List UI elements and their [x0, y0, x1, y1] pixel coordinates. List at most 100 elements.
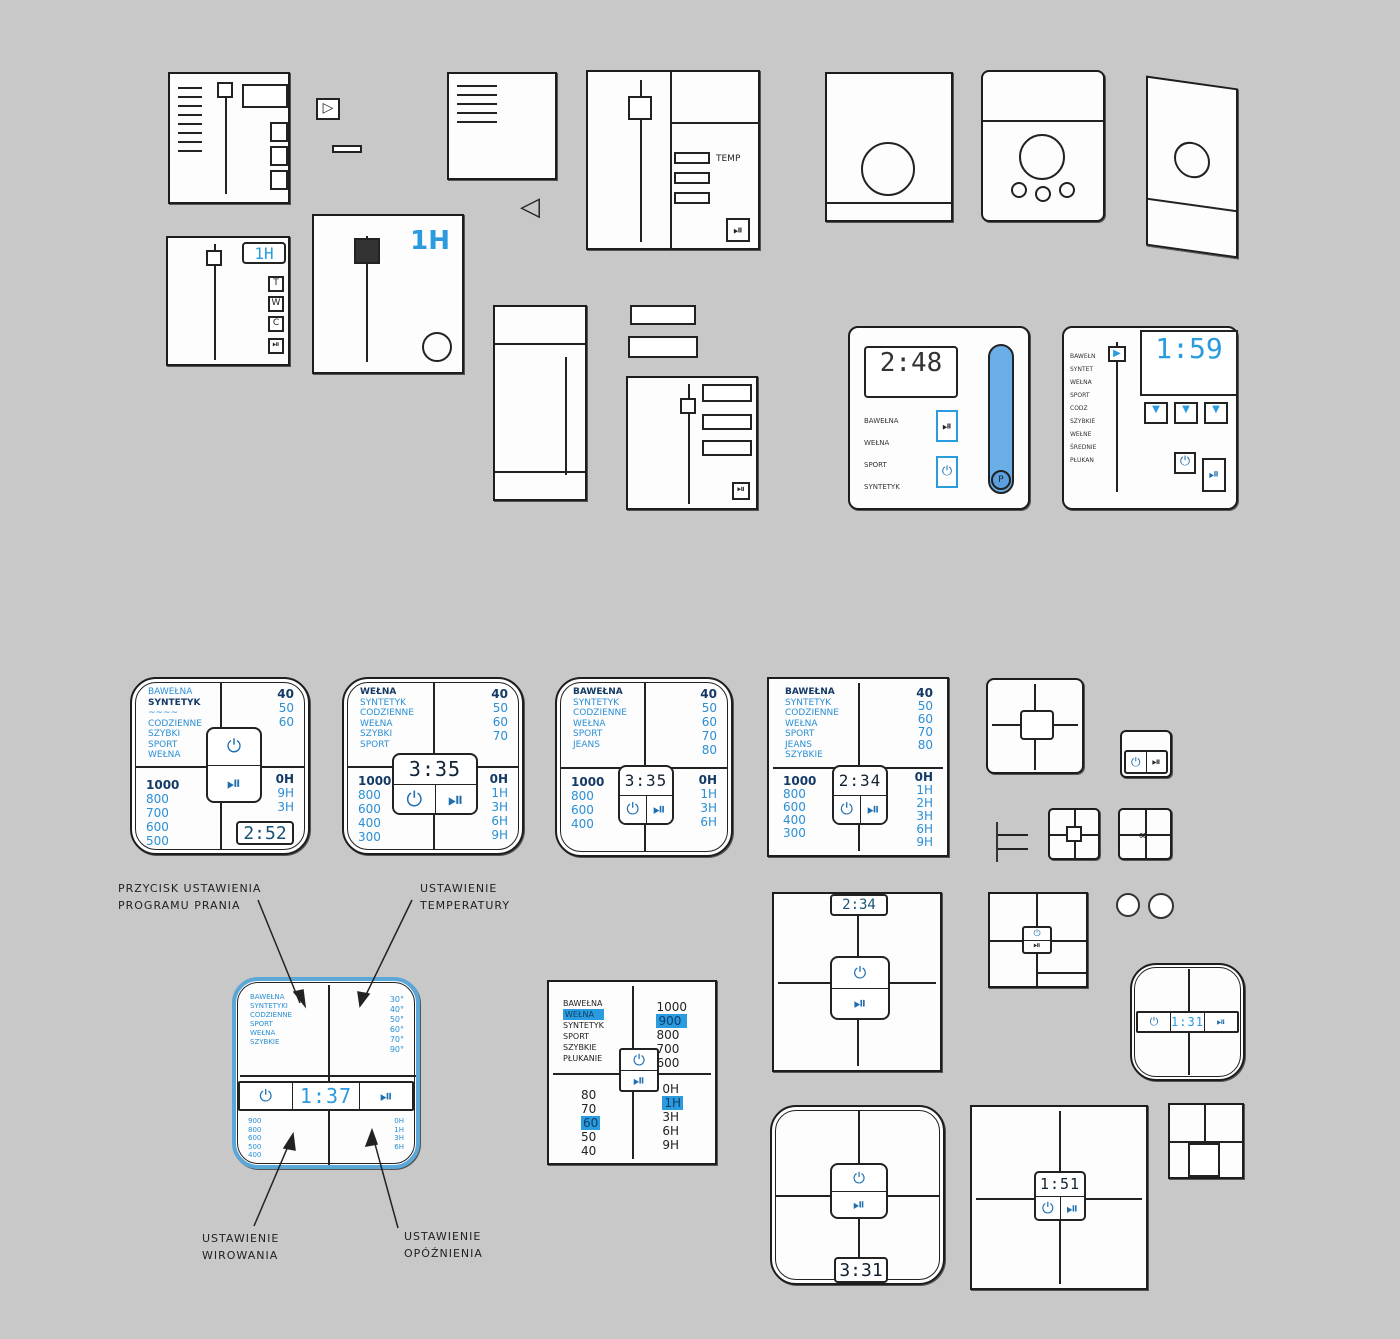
power-button[interactable]: ⏻: [832, 958, 888, 988]
spin-option[interactable]: 400: [571, 817, 594, 831]
temperature-option[interactable]: 50°: [389, 1015, 404, 1024]
spin-option[interactable]: 300: [358, 830, 381, 844]
spin-option[interactable]: 800: [656, 1028, 680, 1042]
round-button[interactable]: [1059, 182, 1075, 198]
delay-option[interactable]: 0h: [914, 770, 933, 784]
setting-button[interactable]: [702, 440, 752, 456]
slider-handle[interactable]: [354, 238, 380, 264]
program-option[interactable]: BAWEŁNA: [573, 687, 623, 697]
delay-option[interactable]: 0h: [662, 1082, 679, 1096]
program-option[interactable]: SYNTETYKI: [250, 1002, 288, 1010]
play-pause-button[interactable]: ⏯: [832, 987, 888, 1019]
spin-option[interactable]: 1000: [571, 775, 605, 789]
program-option[interactable]: WEŁNA: [148, 750, 181, 760]
temperature-option[interactable]: 60: [581, 1116, 601, 1130]
delay-option[interactable]: 6H: [394, 1142, 404, 1151]
play-pause-button[interactable]: ⏯: [832, 1190, 886, 1218]
spin-button[interactable]: W: [268, 296, 284, 312]
play-pause-button[interactable]: ⏯: [936, 410, 958, 442]
delay-button[interactable]: ▼: [1204, 402, 1228, 424]
spin-option[interactable]: 600: [248, 1134, 262, 1142]
sketch-button[interactable]: [270, 170, 288, 190]
temperature-option[interactable]: 40°: [389, 1005, 404, 1014]
temperature-option[interactable]: 40: [581, 1144, 597, 1158]
delay-option[interactable]: 3H: [394, 1134, 404, 1142]
spin-option[interactable]: 700: [146, 806, 169, 820]
power-button[interactable]: ⏻: [832, 1165, 886, 1191]
play-pause-button[interactable]: ⏯: [1202, 458, 1226, 492]
power-icon[interactable]: ⏻: [1131, 754, 1141, 769]
program-option[interactable]: SYNTETYK: [563, 1021, 604, 1030]
program-option[interactable]: SPORT: [1070, 392, 1090, 399]
power-button[interactable]: ⏻: [620, 796, 646, 824]
program-option[interactable]: BAWEŁN: [1070, 353, 1096, 360]
program-option[interactable]: SZYBKIE: [1070, 418, 1096, 425]
program-option[interactable]: SZYBKIE: [785, 750, 823, 760]
temperature-option[interactable]: 70: [701, 729, 717, 743]
delay-option[interactable]: 0h: [698, 773, 717, 787]
temperature-option[interactable]: 70: [917, 725, 933, 739]
program-option[interactable]: BAWEŁNA: [250, 993, 285, 1001]
power-button[interactable]: ⏻: [1174, 452, 1196, 474]
temperature-option[interactable]: 30°: [389, 995, 404, 1004]
delay-button[interactable]: C: [268, 316, 284, 332]
program-option[interactable]: SZYBKIE: [250, 1038, 280, 1046]
temperature-option[interactable]: 60: [701, 715, 717, 729]
center-button[interactable]: [1188, 1143, 1220, 1177]
spin-option[interactable]: 400: [358, 816, 381, 830]
program-option[interactable]: WEŁNA: [360, 687, 397, 697]
power-button[interactable]: ⏻: [621, 1050, 657, 1070]
power-button[interactable]: ⏻: [1138, 1013, 1170, 1031]
dial-knob[interactable]: [1019, 134, 1065, 180]
spin-option[interactable]: 400: [248, 1151, 262, 1159]
delay-option[interactable]: 0H: [394, 1117, 404, 1125]
delay-option[interactable]: 1H: [394, 1125, 404, 1134]
program-option[interactable]: BAWEŁNA: [148, 687, 193, 697]
temperature-option[interactable]: 50: [917, 699, 933, 713]
play-pause-button[interactable]: ⏯: [268, 338, 284, 354]
temp-button[interactable]: [674, 172, 710, 184]
program-option[interactable]: PŁUKANIE: [563, 1054, 603, 1063]
play-pause-button[interactable]: ⏯: [726, 218, 750, 242]
play-pause-button[interactable]: ⏯: [1203, 1013, 1237, 1031]
delay-option[interactable]: 6h: [491, 814, 508, 828]
temperature-option[interactable]: 50: [581, 1130, 597, 1144]
temperature-option[interactable]: 60: [278, 715, 294, 729]
slider-handle[interactable]: [628, 96, 652, 120]
program-option[interactable]: SPORT: [148, 739, 178, 750]
delay-option[interactable]: 3h: [491, 800, 508, 814]
program-option[interactable]: CODZIENNE: [148, 718, 202, 729]
delay-option[interactable]: 0H: [275, 772, 294, 786]
power-icon[interactable]: ⏻: [1033, 928, 1041, 939]
program-label[interactable]: SPORT: [864, 461, 887, 469]
slider-handle[interactable]: ▶: [1108, 346, 1126, 362]
round-button[interactable]: [1011, 182, 1027, 198]
program-option[interactable]: SYNTETYK: [573, 697, 620, 708]
dial-knob[interactable]: [861, 142, 915, 196]
delay-option[interactable]: 9h: [491, 828, 508, 842]
program-option[interactable]: CODZIENNE: [785, 708, 839, 718]
program-option[interactable]: BAWEŁNA: [563, 999, 603, 1008]
dial-knob[interactable]: [1174, 139, 1210, 181]
program-option[interactable]: CODZIENNE: [573, 708, 627, 718]
play-pause-button[interactable]: ⏯: [1059, 1196, 1085, 1219]
spin-option[interactable]: 800: [146, 792, 169, 806]
program-option[interactable]: SYNTETYK: [148, 697, 201, 708]
spin-option[interactable]: 500: [146, 834, 169, 848]
center-button[interactable]: [1020, 710, 1054, 740]
temperature-option[interactable]: 80: [581, 1088, 597, 1102]
program-option[interactable]: CODZIENNE: [360, 708, 414, 718]
spin-option[interactable]: 600: [656, 1056, 680, 1070]
play-pause-icon[interactable]: ⏯: [1145, 752, 1167, 772]
spin-option[interactable]: 600: [146, 820, 169, 834]
program-option[interactable]: ~~~~: [148, 708, 179, 718]
spin-option[interactable]: 500: [248, 1142, 262, 1151]
temperature-option[interactable]: 80: [917, 738, 933, 752]
temperature-option[interactable]: 50: [492, 701, 508, 715]
play-pause-button[interactable]: ⏯: [645, 795, 673, 823]
spin-option[interactable]: 300: [783, 826, 806, 840]
slider-handle[interactable]: [217, 82, 233, 98]
program-label[interactable]: WEŁNA: [864, 439, 890, 447]
delay-option[interactable]: 1h: [700, 787, 717, 801]
temperature-option[interactable]: 70: [581, 1102, 597, 1116]
